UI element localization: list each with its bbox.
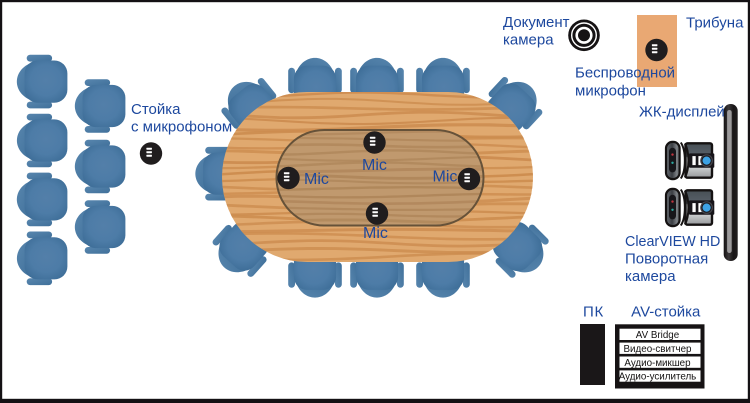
svg-text:Mic: Mic <box>433 169 458 186</box>
svg-text:Видео-свитчер: Видео-свитчер <box>624 344 692 355</box>
svg-text:камера: камера <box>503 32 554 49</box>
svg-text:Mic: Mic <box>304 171 329 188</box>
svg-text:AV-стойка: AV-стойка <box>631 304 701 321</box>
svg-text:AV Bridge: AV Bridge <box>636 330 680 341</box>
svg-text:Документ: Документ <box>503 14 570 31</box>
svg-text:Mic: Mic <box>363 225 388 242</box>
svg-text:с микрофоном: с микрофоном <box>131 119 232 136</box>
svg-text:Трибуна: Трибуна <box>686 15 744 32</box>
svg-text:микрофон: микрофон <box>575 83 646 100</box>
svg-text:ПК: ПК <box>583 304 604 321</box>
svg-text:ClearVIEW HD: ClearVIEW HD <box>625 234 720 250</box>
svg-text:ЖК-дисплей: ЖК-дисплей <box>639 104 725 121</box>
svg-text:Аудио-усилитель: Аудио-усилитель <box>619 372 697 383</box>
svg-text:Стойка: Стойка <box>131 101 181 118</box>
svg-text:Аудио-микшер: Аудио-микшер <box>624 358 691 369</box>
svg-text:Беспроводной: Беспроводной <box>575 65 675 82</box>
svg-text:Mic: Mic <box>362 157 387 174</box>
svg-text:камера: камера <box>625 268 676 285</box>
svg-text:Поворотная: Поворотная <box>625 251 708 268</box>
